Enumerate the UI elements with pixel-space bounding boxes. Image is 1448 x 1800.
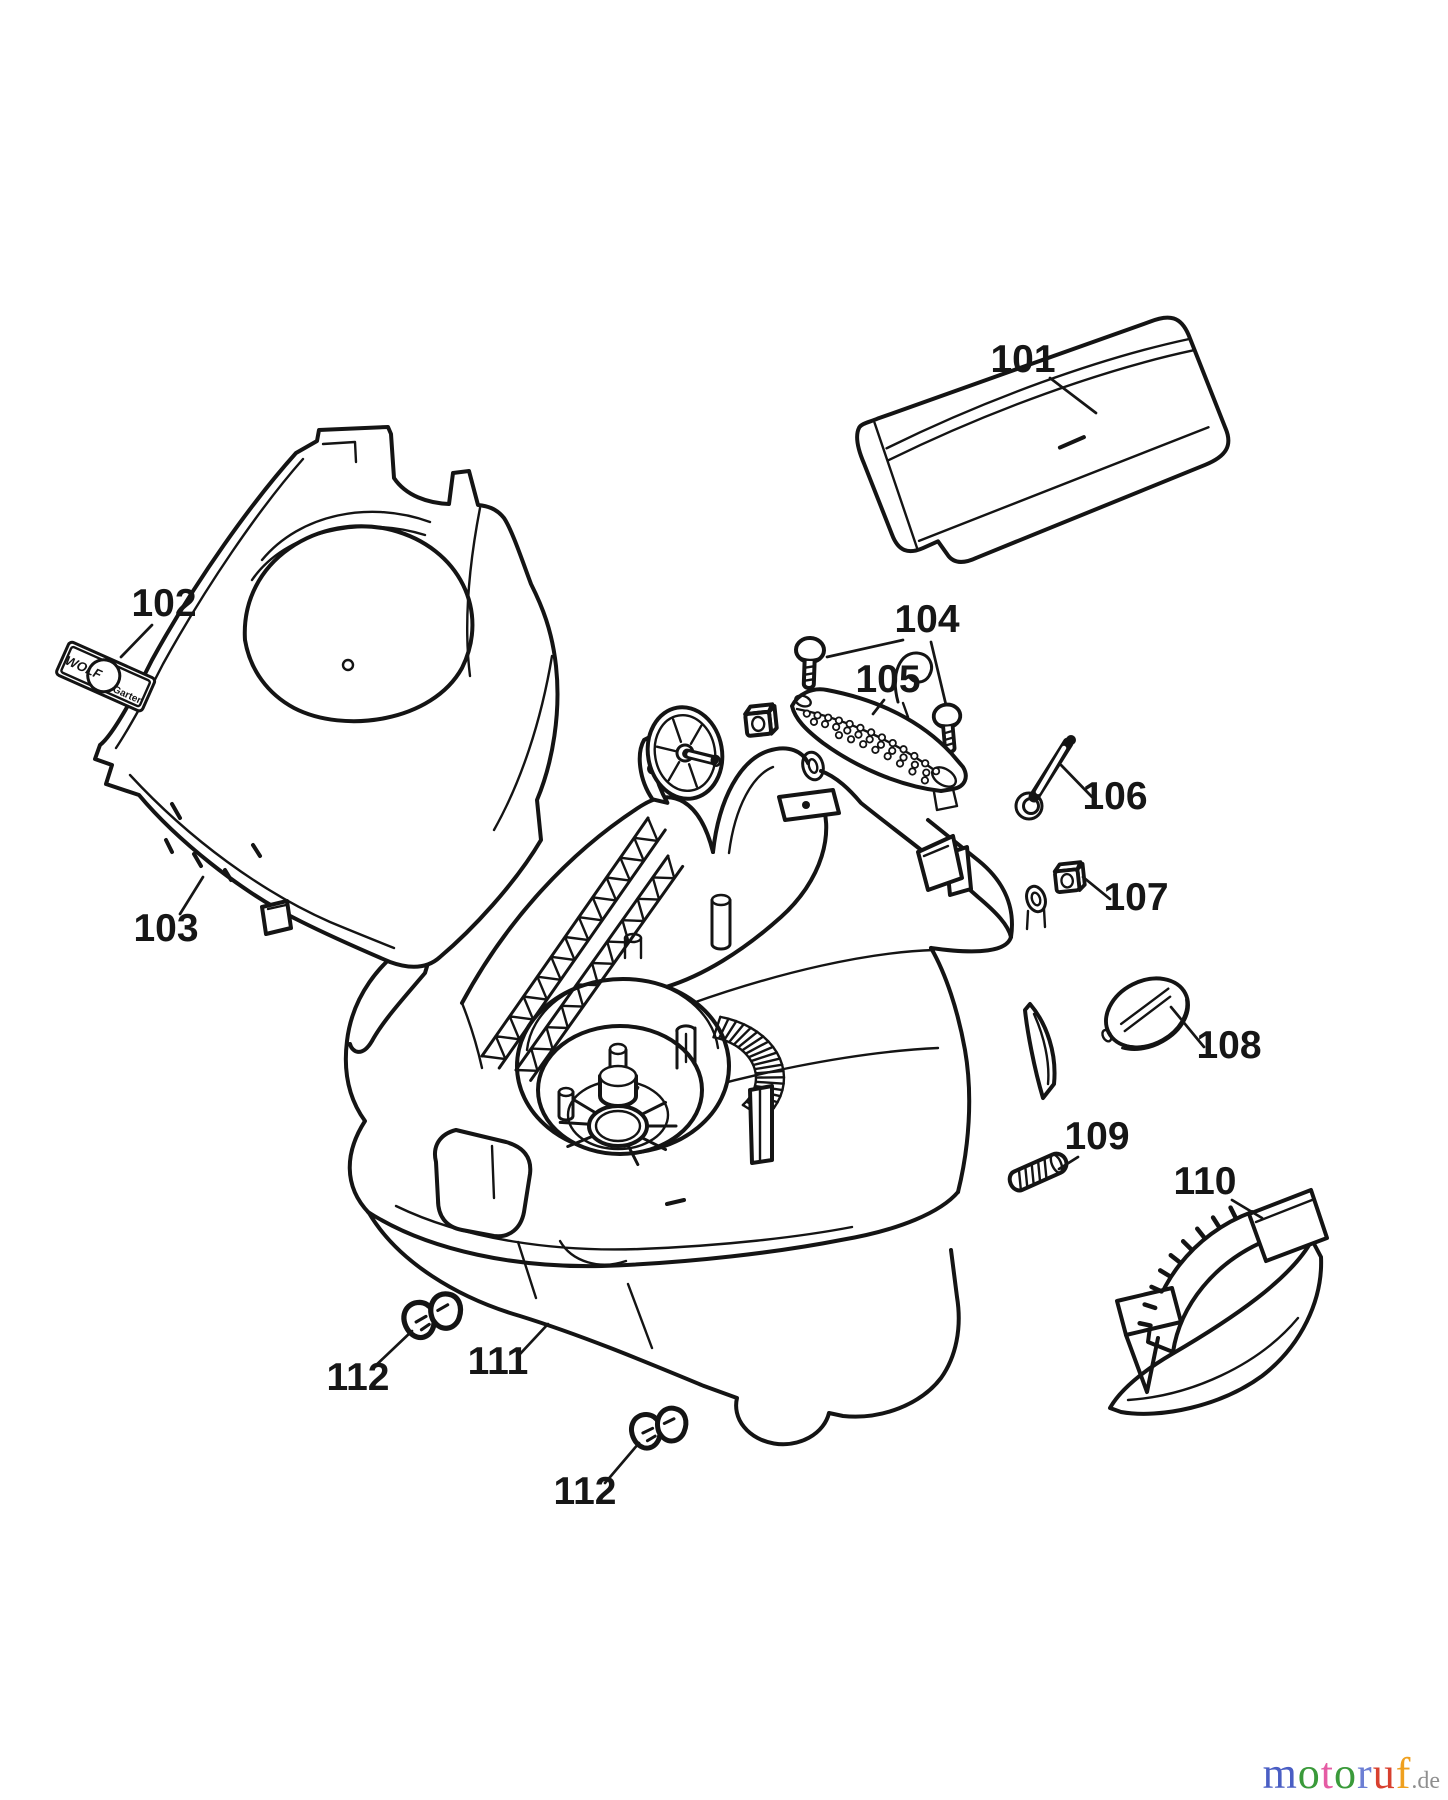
arch-eyelet bbox=[801, 750, 825, 782]
callout-103: 103 bbox=[133, 907, 198, 950]
logo-letter: o bbox=[1297, 1749, 1321, 1798]
callout-102: 102 bbox=[131, 582, 196, 625]
logo-letter: o bbox=[1334, 1749, 1358, 1798]
callout-109: 109 bbox=[1064, 1115, 1129, 1158]
callout-112-front: 112 bbox=[327, 1356, 390, 1399]
square-nut bbox=[742, 702, 780, 739]
watermark-logo: motoruf.de bbox=[1263, 1752, 1440, 1796]
logo-letter: m bbox=[1262, 1749, 1298, 1798]
fan-wheel-part bbox=[637, 705, 725, 805]
height-scale-ticks bbox=[1137, 1205, 1238, 1328]
brand-badge-part: WOLF Garten bbox=[55, 640, 157, 713]
cable-hook bbox=[893, 651, 933, 704]
callout-110: 110 bbox=[1174, 1160, 1237, 1203]
callout-104: 104 bbox=[894, 598, 959, 641]
spring-pin-part bbox=[1014, 735, 1076, 821]
logo-letter: u bbox=[1372, 1749, 1396, 1798]
grip-handle-part bbox=[790, 687, 968, 812]
screw-a bbox=[795, 638, 825, 689]
logo-letter: r bbox=[1357, 1749, 1373, 1798]
callout-112-rear: 112 bbox=[554, 1470, 617, 1513]
leader-lines bbox=[119, 376, 1264, 1485]
callout-107: 107 bbox=[1103, 876, 1168, 919]
logo-letter: t bbox=[1320, 1749, 1335, 1798]
bolt-part bbox=[1007, 1151, 1069, 1193]
knob-part bbox=[1101, 976, 1190, 1051]
callout-101: 101 bbox=[990, 338, 1055, 381]
rear-flap-part bbox=[855, 315, 1231, 564]
bolt-threads bbox=[1017, 1157, 1048, 1191]
callout-108: 108 bbox=[1196, 1024, 1261, 1067]
callout-105: 105 bbox=[855, 658, 920, 701]
mower-deck-part bbox=[343, 651, 1057, 1447]
hood-cover-part bbox=[93, 425, 560, 969]
square-nut-107 bbox=[1052, 860, 1088, 895]
deflector-part bbox=[1108, 1188, 1329, 1416]
logo-suffix: .de bbox=[1411, 1768, 1440, 1794]
logo-letter: f bbox=[1395, 1749, 1412, 1798]
callout-106: 106 bbox=[1082, 775, 1147, 818]
callout-labels: 101 102 103 104 105 106 107 108 109 110 … bbox=[131, 338, 1261, 1513]
serrated-rack bbox=[480, 816, 685, 1082]
callout-111: 111 bbox=[468, 1340, 529, 1383]
grip-texture-dots bbox=[802, 709, 941, 785]
